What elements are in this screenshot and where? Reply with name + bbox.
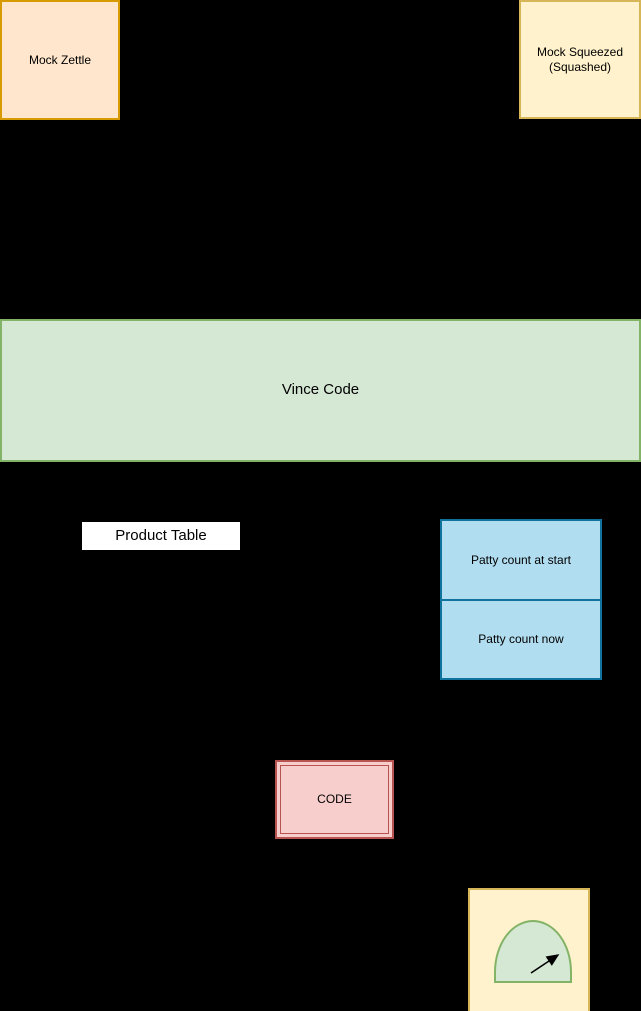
node-mock-zettle: Mock Zettle [0, 0, 120, 120]
node-code-inner-border: CODE [280, 765, 389, 834]
node-code-label: CODE [317, 792, 352, 806]
gauge-dome [494, 920, 572, 983]
node-patty-table: Patty count at start Patty count now [440, 519, 602, 680]
patty-table-row-now-label: Patty count now [478, 632, 564, 647]
node-vince-code-label: Vince Code [281, 381, 360, 399]
node-gauge-panel [468, 888, 590, 1011]
node-vince-code: Vince Code [0, 319, 641, 462]
node-mock-squeezed: Mock Squeezed (Squashed) [519, 0, 641, 119]
node-product-table-label: Product Table [115, 526, 207, 544]
patty-table-row-start: Patty count at start [442, 521, 600, 601]
patty-table-row-now: Patty count now [442, 601, 600, 679]
node-code: CODE [275, 760, 394, 839]
node-mock-squeezed-label: Mock Squeezed (Squashed) [536, 44, 624, 74]
node-mock-zettle-label: Mock Zettle [28, 52, 91, 67]
node-product-table: Product Table [82, 522, 240, 550]
patty-table-row-start-label: Patty count at start [470, 552, 572, 567]
